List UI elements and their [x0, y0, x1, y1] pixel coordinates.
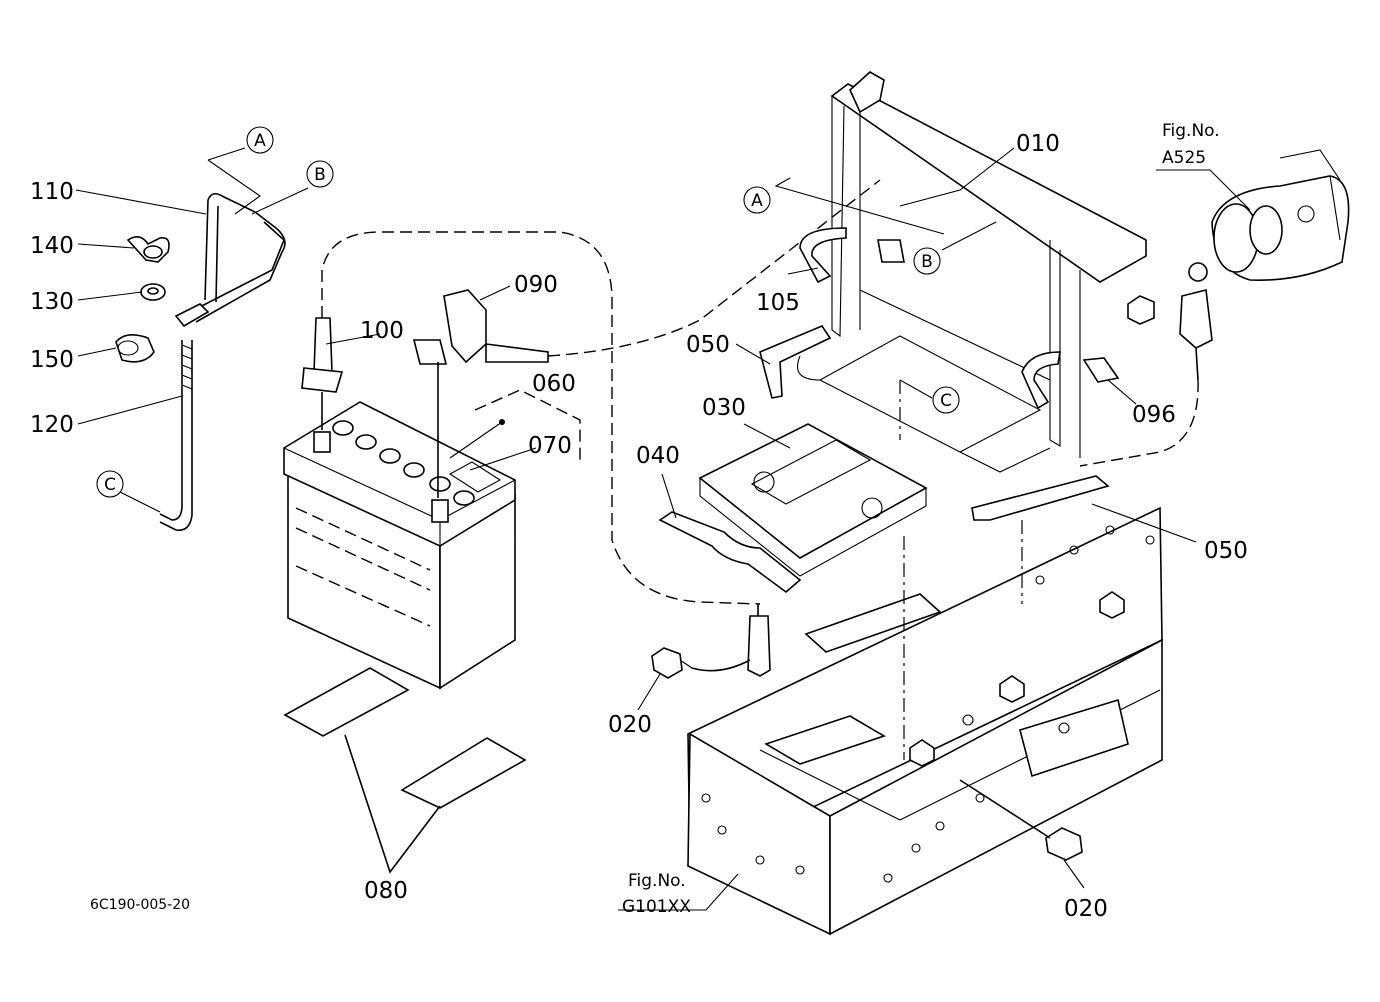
label-120: 120: [30, 412, 74, 438]
fig-ref-starter-label: Fig.No.: [1162, 121, 1220, 141]
label-150: 150: [30, 347, 74, 373]
label-105: 105: [756, 290, 800, 316]
battery-cables: [301, 179, 881, 677]
battery-mats-080: [283, 667, 527, 874]
label-140: 140: [30, 233, 74, 259]
label-100: 100: [360, 318, 404, 344]
cushion-050-left: [759, 325, 832, 399]
callout-a-right: A: [751, 191, 763, 211]
frame-holes: [701, 525, 1155, 883]
label-030: 030: [702, 395, 746, 421]
callout-b-left: B: [314, 165, 326, 185]
label-130: 130: [30, 289, 74, 315]
callout-c-left: C: [104, 475, 116, 495]
drawing-code: 6C190-005-20: [90, 897, 190, 913]
battery-caps: [332, 420, 475, 506]
hold-down-rod-assembly: [115, 147, 309, 532]
callout-b-right: B: [921, 252, 933, 272]
starter-cable: [1079, 262, 1213, 467]
washer-130: [140, 283, 166, 301]
battery-tray-030: [698, 423, 928, 577]
cushion-050-right: [971, 475, 1110, 521]
fig-ref-frame-label: Fig.No.: [628, 871, 686, 891]
leader-lines: [75, 147, 1251, 911]
main-frame: [687, 506, 1163, 936]
label-020-right: 020: [1064, 896, 1108, 922]
fig-ref-frame-number: G101XX: [622, 897, 691, 917]
label-020-left: 020: [608, 712, 652, 738]
callout-a-left: A: [254, 131, 266, 151]
sleeve-150: [115, 334, 155, 363]
fig-ref-starter-number: A525: [1162, 148, 1206, 168]
bolt-020-right: [959, 779, 1083, 861]
bolt-020-left: [651, 647, 693, 679]
label-050-right: 050: [1204, 538, 1248, 564]
label-010: 010: [1016, 131, 1060, 157]
label-040: 040: [636, 443, 680, 469]
battery-frame-010: [796, 71, 1147, 473]
label-096: 096: [1132, 402, 1176, 428]
label-070: 070: [528, 433, 572, 459]
callout-markers: [96, 126, 960, 498]
label-050-left: 050: [686, 332, 730, 358]
wing-nut-140: [126, 236, 170, 263]
label-060: 060: [532, 371, 576, 397]
starter-motor: [1211, 149, 1350, 281]
callout-c-right: C: [940, 391, 952, 411]
label-080: 080: [364, 878, 408, 904]
battery: [283, 401, 516, 690]
label-110: 110: [30, 179, 74, 205]
tray-plate-040: [658, 511, 802, 594]
label-090: 090: [514, 272, 558, 298]
